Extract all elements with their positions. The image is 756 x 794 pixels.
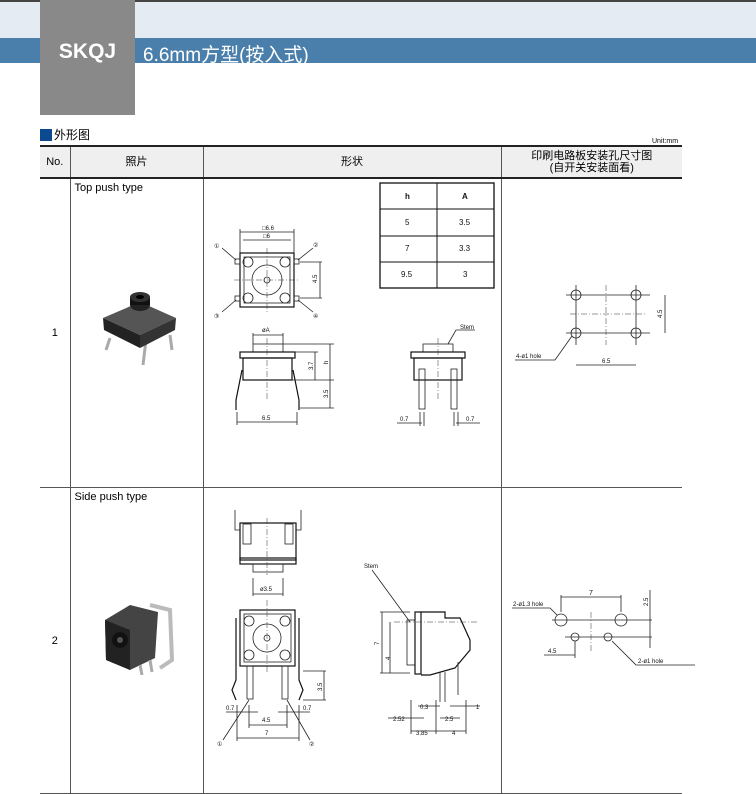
section-title: 外形图 [54,128,91,142]
type-label: Top push type [74,182,144,194]
pcb-header-line1: 印刷电路板安装孔尺寸图 [531,150,653,162]
type-label: Side push type [74,491,148,503]
shape-cell [202,178,501,488]
outline-table: No. 照片 形状 印刷电路板安装孔尺寸图(自开关安装面看) 1 Top pus… [40,145,682,794]
col-photo: 照片 [69,145,203,179]
pcb-cell [500,178,682,488]
photo-cell: Side push type [69,487,203,794]
shape-cell [202,487,501,794]
table-row: 1 Top push type [40,178,682,488]
section-heading: 外形图 [40,126,90,143]
pcb-cell [500,487,682,794]
col-shape: 形状 [202,145,501,179]
photo-cell: Top push type [69,178,203,488]
row-number: 1 [40,178,70,488]
table-row: 2 Side push type [40,487,682,794]
col-no: No. [40,145,70,179]
table-header: No. 照片 形状 印刷电路板安装孔尺寸图(自开关安装面看) [40,145,682,179]
row-number: 2 [40,487,70,794]
section-marker-icon [40,128,52,141]
unit-label: Unit:mm [652,138,679,145]
product-title: 6.6mm方型(按入式) [143,45,309,66]
col-pcb: 印刷电路板安装孔尺寸图(自开关安装面看) [500,145,682,179]
pcb-header-line2: (自开关安装面看) [549,162,634,174]
series-box [40,0,135,115]
series-name: SKQJ [58,40,117,63]
